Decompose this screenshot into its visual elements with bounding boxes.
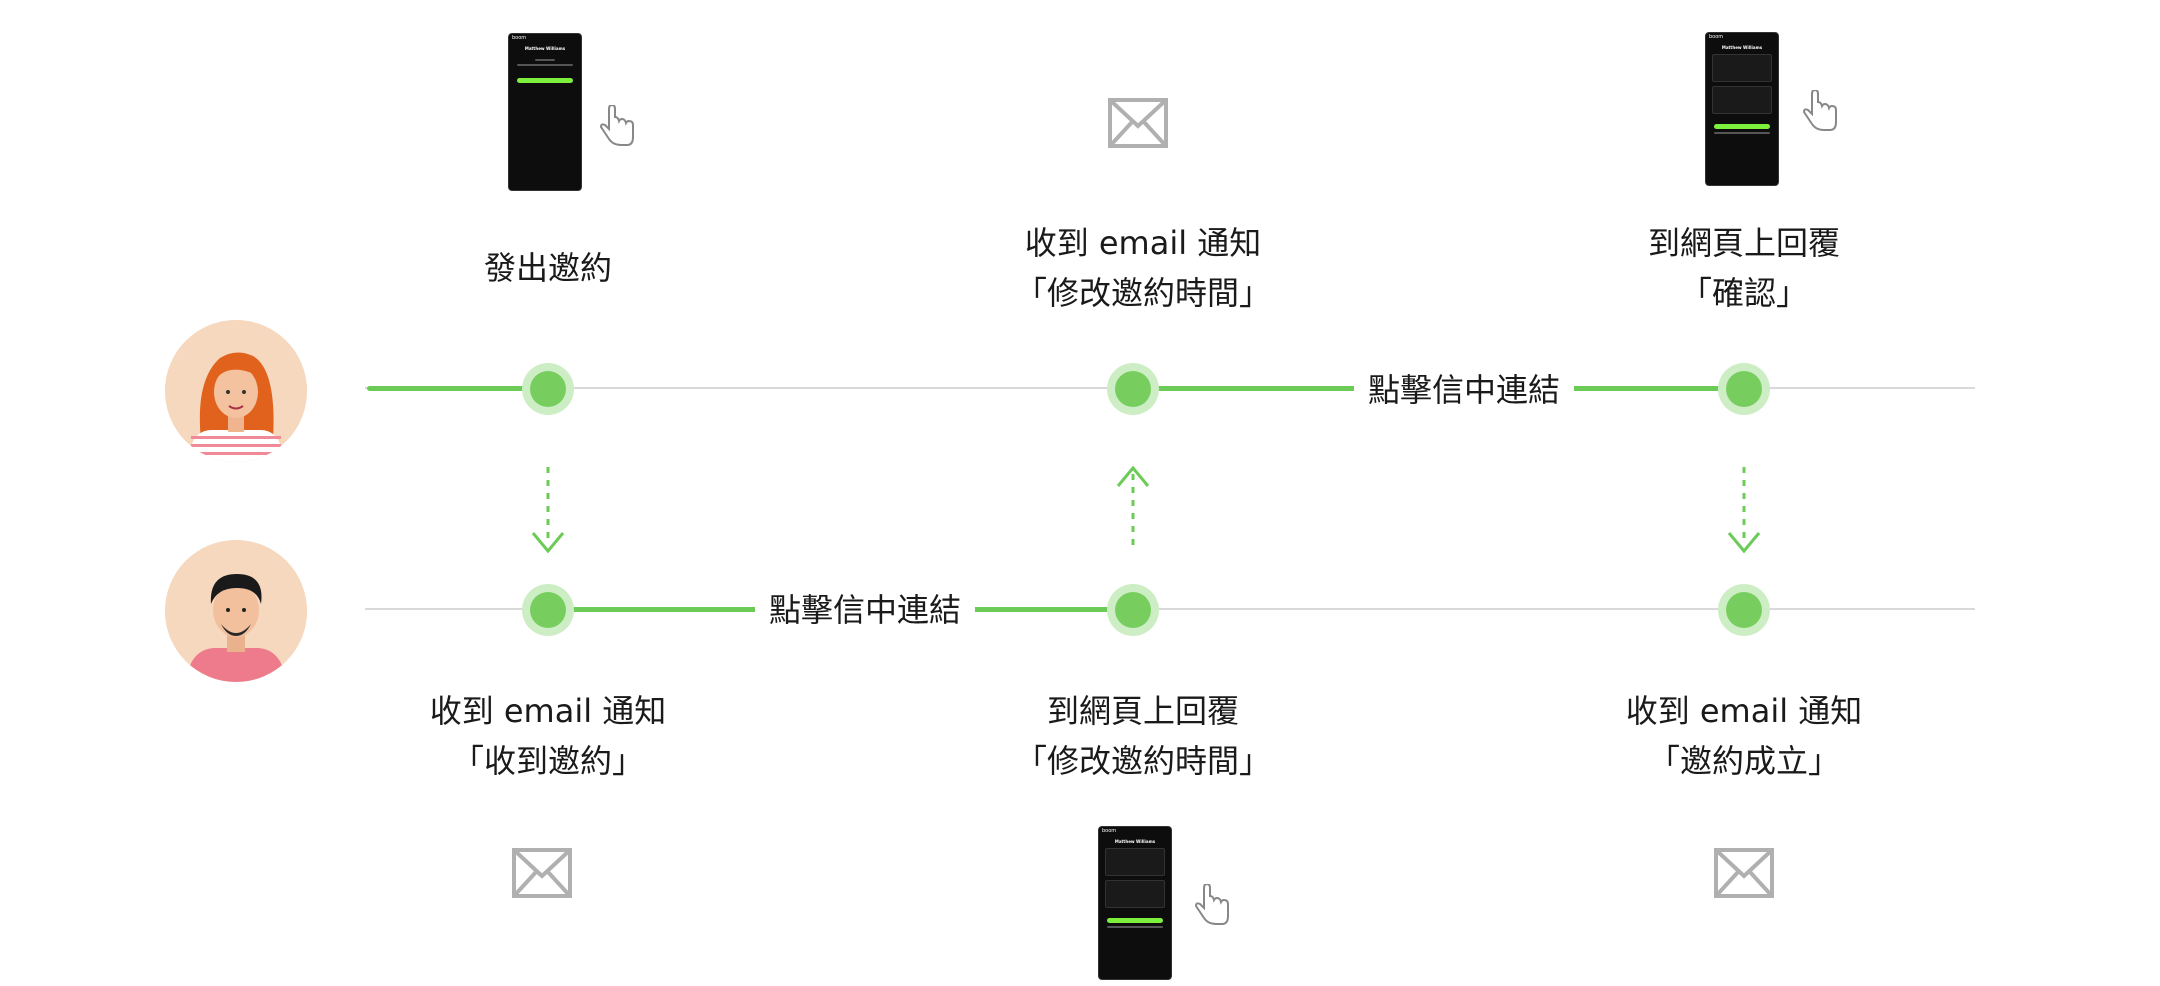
bottom-node-2 <box>1107 584 1159 636</box>
pointing-hand-icon <box>1802 90 1837 131</box>
pointing-hand-icon <box>599 105 634 146</box>
top-active-segment-start <box>367 386 545 391</box>
app-logo: boom <box>1102 828 1117 834</box>
phone-mockup-reschedule: boom Matthew Williams <box>1098 826 1172 980</box>
caption-line: 到網頁上回覆 <box>1046 692 1239 730</box>
avatar-man <box>165 540 307 682</box>
top-node-2 <box>1107 363 1159 415</box>
caption-line: 發出邀約 <box>483 249 612 287</box>
caption-line: 收到 email 通知 <box>429 692 667 730</box>
bottom-link-label: 點擊信中連結 <box>755 590 976 630</box>
dotted-arrow-down-icon <box>1727 467 1761 554</box>
top-step-3-caption: 到網頁上回覆 「確認」 <box>1534 218 1954 318</box>
bottom-step-3-caption: 收到 email 通知 「邀約成立」 <box>1534 686 1954 786</box>
envelope-icon <box>512 848 572 898</box>
bottom-track <box>365 608 1975 610</box>
caption-line: 「修改邀約時間」 <box>1014 742 1271 780</box>
phone-mockup-confirm: boom Matthew Williams <box>1705 32 1779 186</box>
bottom-step-2-caption: 到網頁上回覆 「修改邀約時間」 <box>933 686 1353 786</box>
phone-person-name: Matthew Williams <box>524 46 566 51</box>
envelope-icon <box>1714 848 1774 898</box>
envelope-icon <box>1108 98 1168 148</box>
top-node-1 <box>522 363 574 415</box>
app-logo: boom <box>512 35 527 41</box>
bottom-node-1 <box>522 584 574 636</box>
dotted-arrow-down-icon <box>531 467 565 554</box>
top-node-3 <box>1718 363 1770 415</box>
caption-line: 收到 email 通知 <box>1024 224 1262 262</box>
caption-line: 「邀約成立」 <box>1647 742 1840 780</box>
phone-person-name: Matthew Williams <box>1721 45 1763 50</box>
bottom-node-3 <box>1718 584 1770 636</box>
caption-line: 「確認」 <box>1679 274 1808 312</box>
avatar-woman <box>165 320 307 462</box>
top-link-label: 點擊信中連結 <box>1354 370 1575 410</box>
caption-line: 「修改邀約時間」 <box>1014 274 1271 312</box>
top-step-1-caption: 發出邀約 <box>338 243 758 293</box>
top-step-2-caption: 收到 email 通知 「修改邀約時間」 <box>933 218 1353 318</box>
caption-line: 「收到邀約」 <box>451 742 644 780</box>
pointing-hand-icon <box>1194 884 1229 925</box>
bottom-step-1-caption: 收到 email 通知 「收到邀約」 <box>338 686 758 786</box>
app-logo: boom <box>1709 34 1724 40</box>
caption-line: 收到 email 通知 <box>1625 692 1863 730</box>
dotted-arrow-up-icon <box>1116 465 1150 552</box>
phone-person-name: Matthew Williams <box>1114 839 1156 844</box>
phone-mockup-send-invite: boom Matthew Williams <box>508 33 582 191</box>
caption-line: 到網頁上回覆 <box>1647 224 1840 262</box>
